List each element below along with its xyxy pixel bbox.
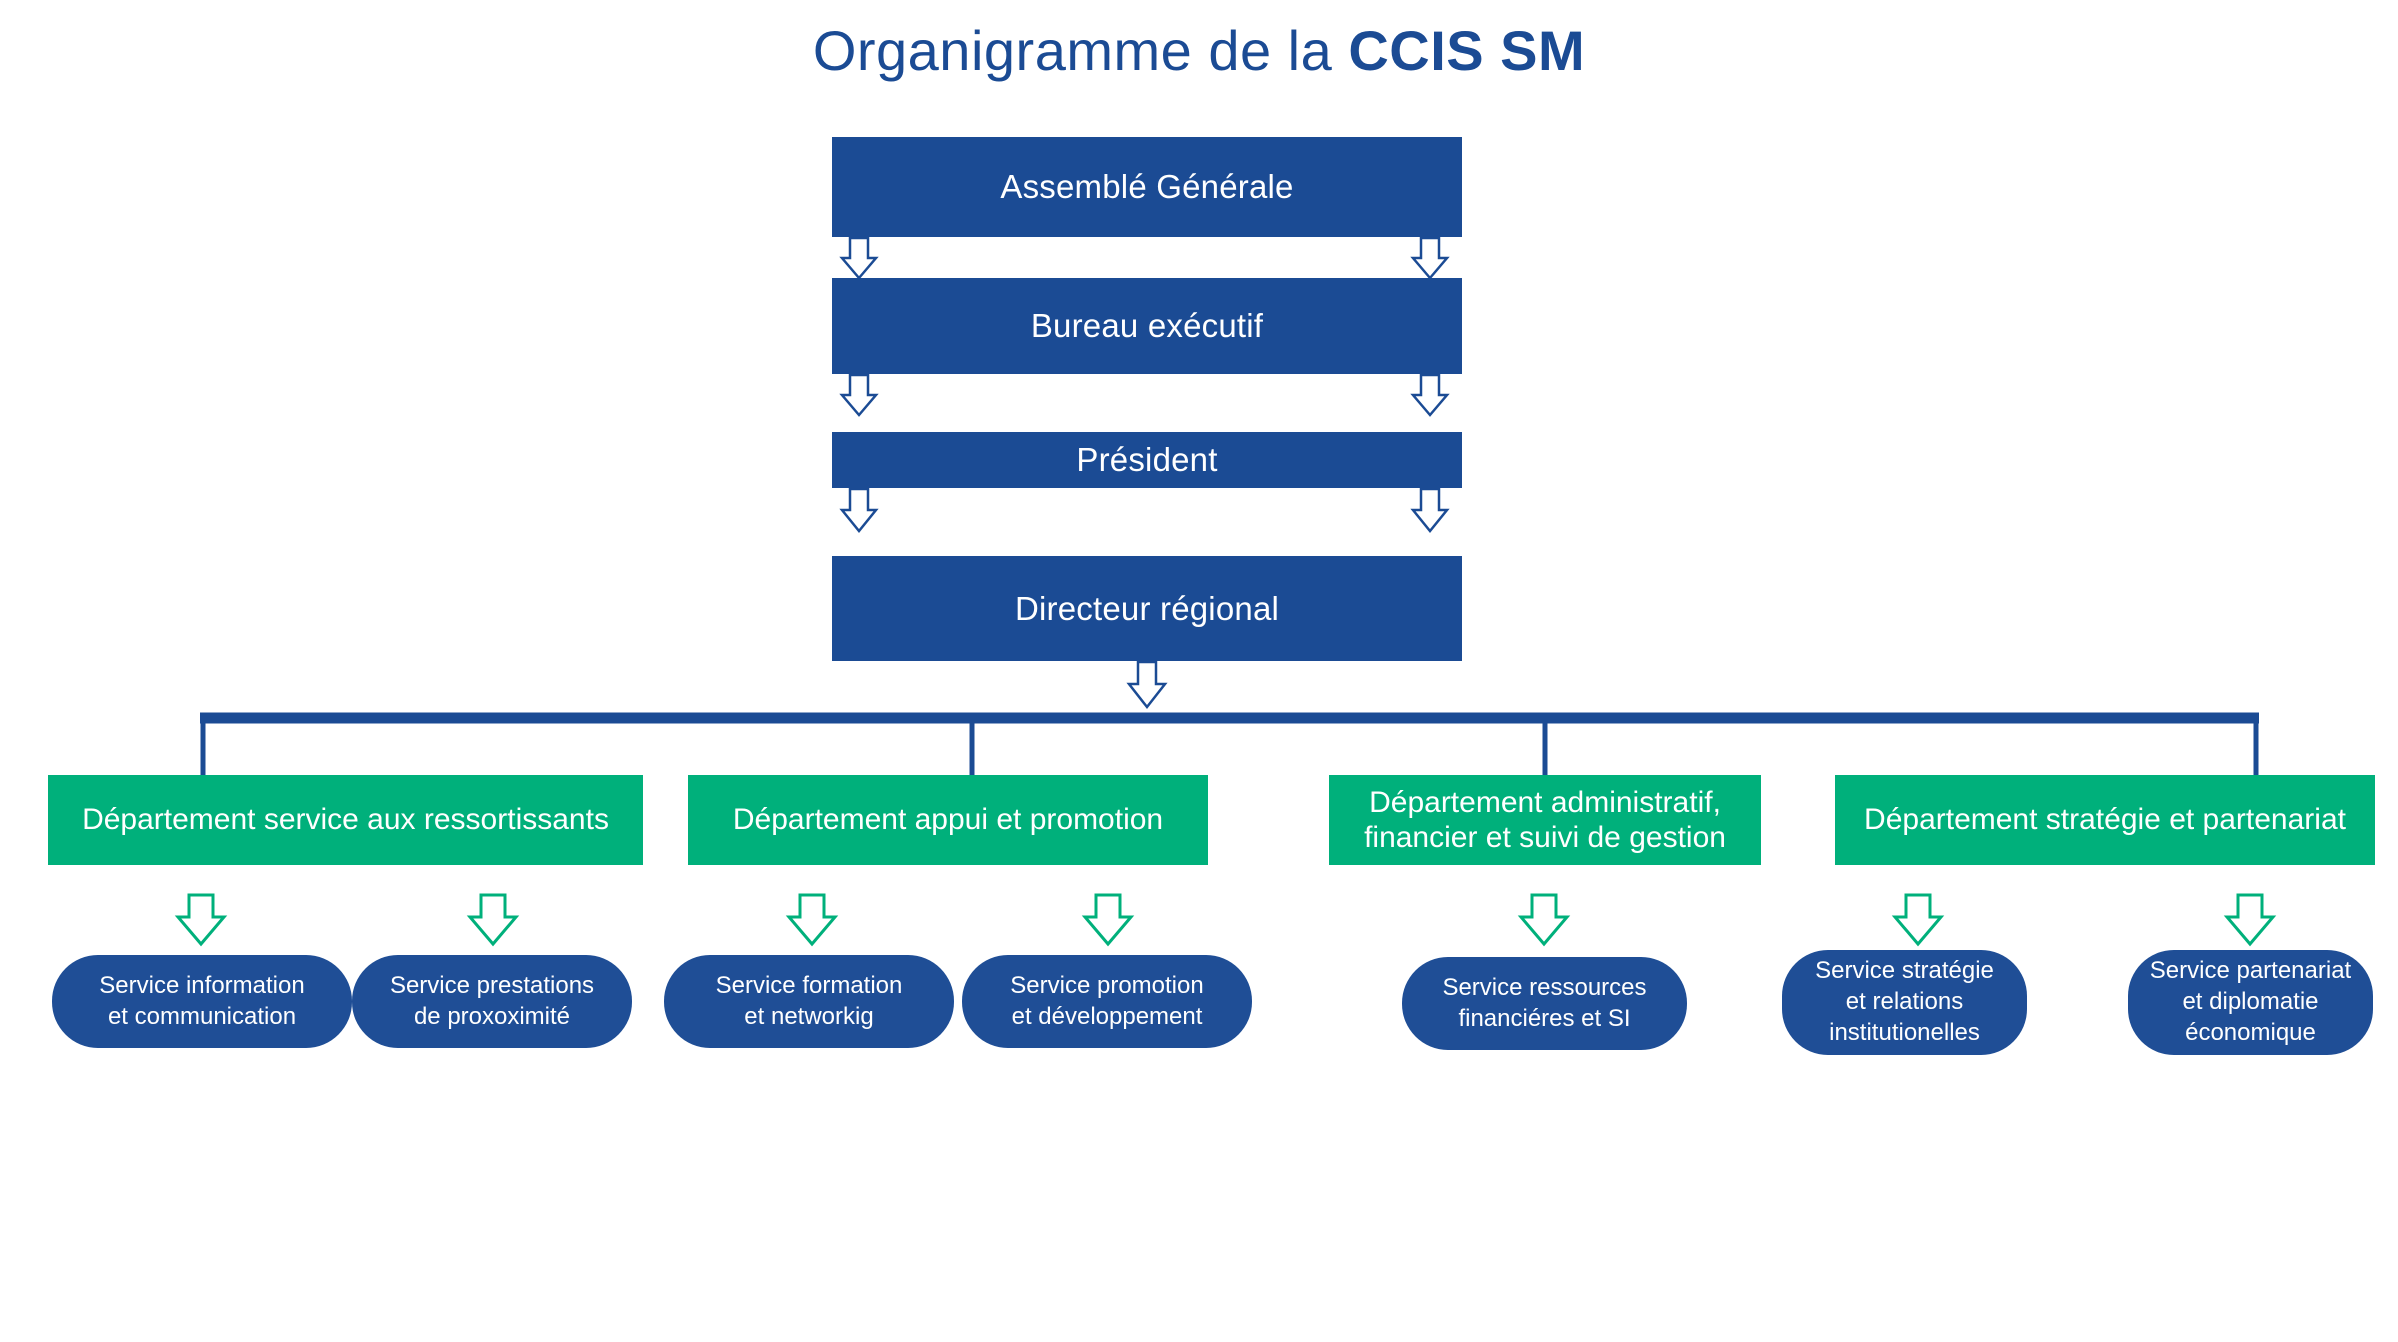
box-dept-appui-promotion-label: Département appui et promotion (732, 803, 1164, 837)
pill-service-ressources-financieres-si[interactable]: Service ressources financiéres et SI (1402, 957, 1687, 1050)
pill-service-strategie-relations-line2: et relations (1845, 988, 1964, 1016)
arrow-president-to-directeur-right (1410, 487, 1450, 533)
pill-service-promotion-developpement-line2: et développement (1011, 1002, 1203, 1030)
box-bureau-executif-label: Bureau exécutif (1030, 307, 1264, 345)
pill-service-formation-networking-line1: Service formation (715, 971, 903, 999)
arrow-dept4-to-service2 (2223, 893, 2277, 947)
pill-service-information-communication-line2: et communication (107, 1002, 297, 1030)
box-dept-appui-promotion[interactable]: Département appui et promotion (688, 775, 1208, 865)
box-assemblee-generale[interactable]: Assemblé Générale (832, 137, 1462, 237)
page-title-light: Organigramme de la (812, 19, 1349, 82)
arrow-assemblee-to-bureau-left (839, 236, 879, 280)
pill-service-strategie-relations-line3: institutionelles (1829, 1018, 1980, 1046)
arrow-assemblee-to-bureau-right (1410, 236, 1450, 280)
box-assemblee-generale-label: Assemblé Générale (1000, 168, 1294, 206)
pill-service-partenariat-diplomatie-line1: Service partenariat (2149, 957, 2352, 985)
arrow-dept2-to-service1 (785, 893, 839, 947)
box-dept-strategie-partenariat[interactable]: Département stratégie et partenariat (1835, 775, 2375, 865)
arrow-dept1-to-service2 (466, 893, 520, 947)
box-president-label: Président (1076, 441, 1218, 479)
arrow-dept2-to-service2 (1081, 893, 1135, 947)
box-dept-service-ressortissants[interactable]: Département service aux ressortissants (48, 775, 643, 865)
arrow-bureau-to-president-right (1410, 373, 1450, 417)
pill-service-promotion-developpement[interactable]: Service promotion et développement (962, 955, 1252, 1048)
arrow-dept1-to-service1 (174, 893, 228, 947)
box-bureau-executif[interactable]: Bureau exécutif (832, 278, 1462, 374)
pill-service-ressources-financieres-si-line1: Service ressources (1442, 973, 1647, 1001)
pill-service-prestations-proximite[interactable]: Service prestations de proxoximité (352, 955, 632, 1048)
arrow-directeur-to-departments (1126, 660, 1168, 710)
box-dept-administratif-financier-line2: financier et suivi de gestion (1364, 821, 1726, 854)
pill-service-formation-networking[interactable]: Service formation et networkig (664, 955, 954, 1048)
pill-service-prestations-proximite-line2: de proxoximité (413, 1002, 571, 1030)
page-title-bold: CCIS SM (1348, 19, 1586, 82)
pill-service-prestations-proximite-line1: Service prestations (389, 971, 595, 999)
page-title: Organigramme de la CCIS SM (0, 18, 2398, 83)
pill-service-partenariat-diplomatie-line2: et diplomatie (2182, 988, 2319, 1016)
arrow-bureau-to-president-left (839, 373, 879, 417)
pill-service-promotion-developpement-line1: Service promotion (1010, 971, 1204, 999)
arrow-dept3-to-service1 (1517, 893, 1571, 947)
pill-service-partenariat-diplomatie[interactable]: Service partenariat et diplomatie économ… (2128, 950, 2373, 1055)
box-dept-administratif-financier-line1: Département administratif, (1369, 785, 1721, 819)
box-president[interactable]: Président (832, 432, 1462, 488)
pill-service-strategie-relations[interactable]: Service stratégie et relations instituti… (1782, 950, 2027, 1055)
pill-service-ressources-financieres-si-line2: financiéres et SI (1458, 1004, 1631, 1032)
box-dept-service-ressortissants-label: Département service aux ressortissants (82, 803, 609, 837)
pill-service-strategie-relations-line1: Service stratégie (1815, 957, 1994, 985)
box-dept-strategie-partenariat-label: Département stratégie et partenariat (1864, 803, 2346, 837)
pill-service-information-communication-line1: Service information (99, 971, 305, 999)
box-dept-administratif-financier[interactable]: Département administratif, financier et … (1329, 775, 1761, 865)
arrow-president-to-directeur-left (839, 487, 879, 533)
arrow-dept4-to-service1 (1891, 893, 1945, 947)
box-directeur-regional[interactable]: Directeur régional (832, 556, 1462, 661)
pill-service-information-communication[interactable]: Service information et communication (52, 955, 352, 1048)
pill-service-partenariat-diplomatie-line3: économique (2185, 1018, 2316, 1046)
box-directeur-regional-label: Directeur régional (1014, 589, 1280, 627)
pill-service-formation-networking-line2: et networkig (744, 1002, 874, 1030)
